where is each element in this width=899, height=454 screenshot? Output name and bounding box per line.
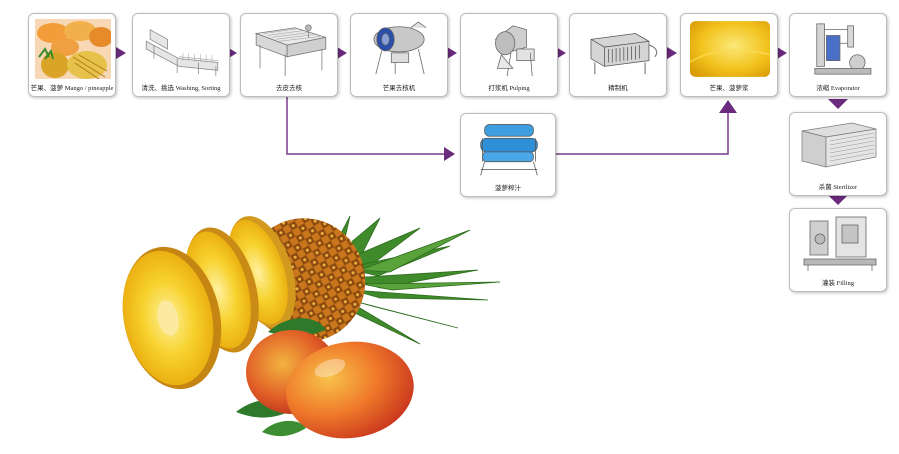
node-label: 清洗、挑选 Washing, Sorting — [141, 85, 221, 92]
node-label: 芒果、菠萝 Mango / pineapple — [30, 85, 114, 92]
node-refiner: 精制机 — [569, 13, 667, 97]
node-peeling: 去皮去核 — [240, 13, 338, 97]
puree-icon — [690, 21, 770, 77]
node-label: 浓缩 Evaporator — [816, 85, 860, 92]
arrow-n8-n10 — [828, 99, 848, 109]
node-label: 杀菌 Sterilizer — [818, 184, 858, 191]
node-puree: 芒果、菠萝浆 — [680, 13, 778, 97]
arrow-n3-n4 — [337, 47, 347, 59]
node-destoner: 芒果去核机 — [350, 13, 448, 97]
node-label: 去皮去核 — [276, 85, 302, 92]
node-label: 芒果、菠萝浆 — [709, 85, 749, 92]
node-pulping: 打浆机 Pulping — [460, 13, 558, 97]
node-sterilizer: 杀菌 Sterilizer — [789, 112, 887, 196]
node-label: 灌装 Filling — [822, 280, 854, 287]
arrow-to-n7 — [719, 100, 737, 113]
node-label: 打浆机 Pulping — [488, 85, 530, 92]
arrow-n1-n2 — [116, 47, 126, 59]
node-label: 芒果去核机 — [382, 85, 416, 92]
branch-connector-up — [556, 112, 729, 155]
node-belt-press: 菠萝榨汁 — [460, 113, 556, 197]
arrow-to-n9 — [444, 147, 455, 161]
branch-connector-down — [286, 97, 446, 155]
arrow-n7-n8 — [777, 47, 787, 59]
sterilizer-icon — [801, 122, 877, 168]
arrow-n4-n5 — [447, 47, 457, 59]
belt-press-icon — [480, 124, 538, 176]
refiner-icon — [590, 33, 658, 75]
arrow-n10-n11 — [828, 195, 848, 205]
arrow-n6-n7 — [667, 47, 677, 59]
arrow-n5-n6 — [556, 47, 566, 59]
pulper-icon — [494, 25, 535, 77]
fruit-photo-icon — [35, 19, 111, 79]
destoner-icon — [373, 21, 427, 75]
washing-conveyor-icon — [145, 29, 219, 77]
node-label: 菠萝榨汁 — [495, 185, 521, 192]
node-washing-sorting: 清洗、挑选 Washing, Sorting — [132, 13, 230, 97]
node-label: 精制机 — [608, 85, 628, 92]
node-mango-pineapple: 芒果、菠萝 Mango / pineapple — [28, 13, 116, 97]
evaporator-icon — [814, 23, 872, 75]
node-evaporator: 浓缩 Evaporator — [789, 13, 887, 97]
node-filling: 灌装 Filling — [789, 208, 887, 292]
aseptic-filler-icon — [803, 216, 877, 271]
peeling-machine-icon — [254, 24, 327, 77]
